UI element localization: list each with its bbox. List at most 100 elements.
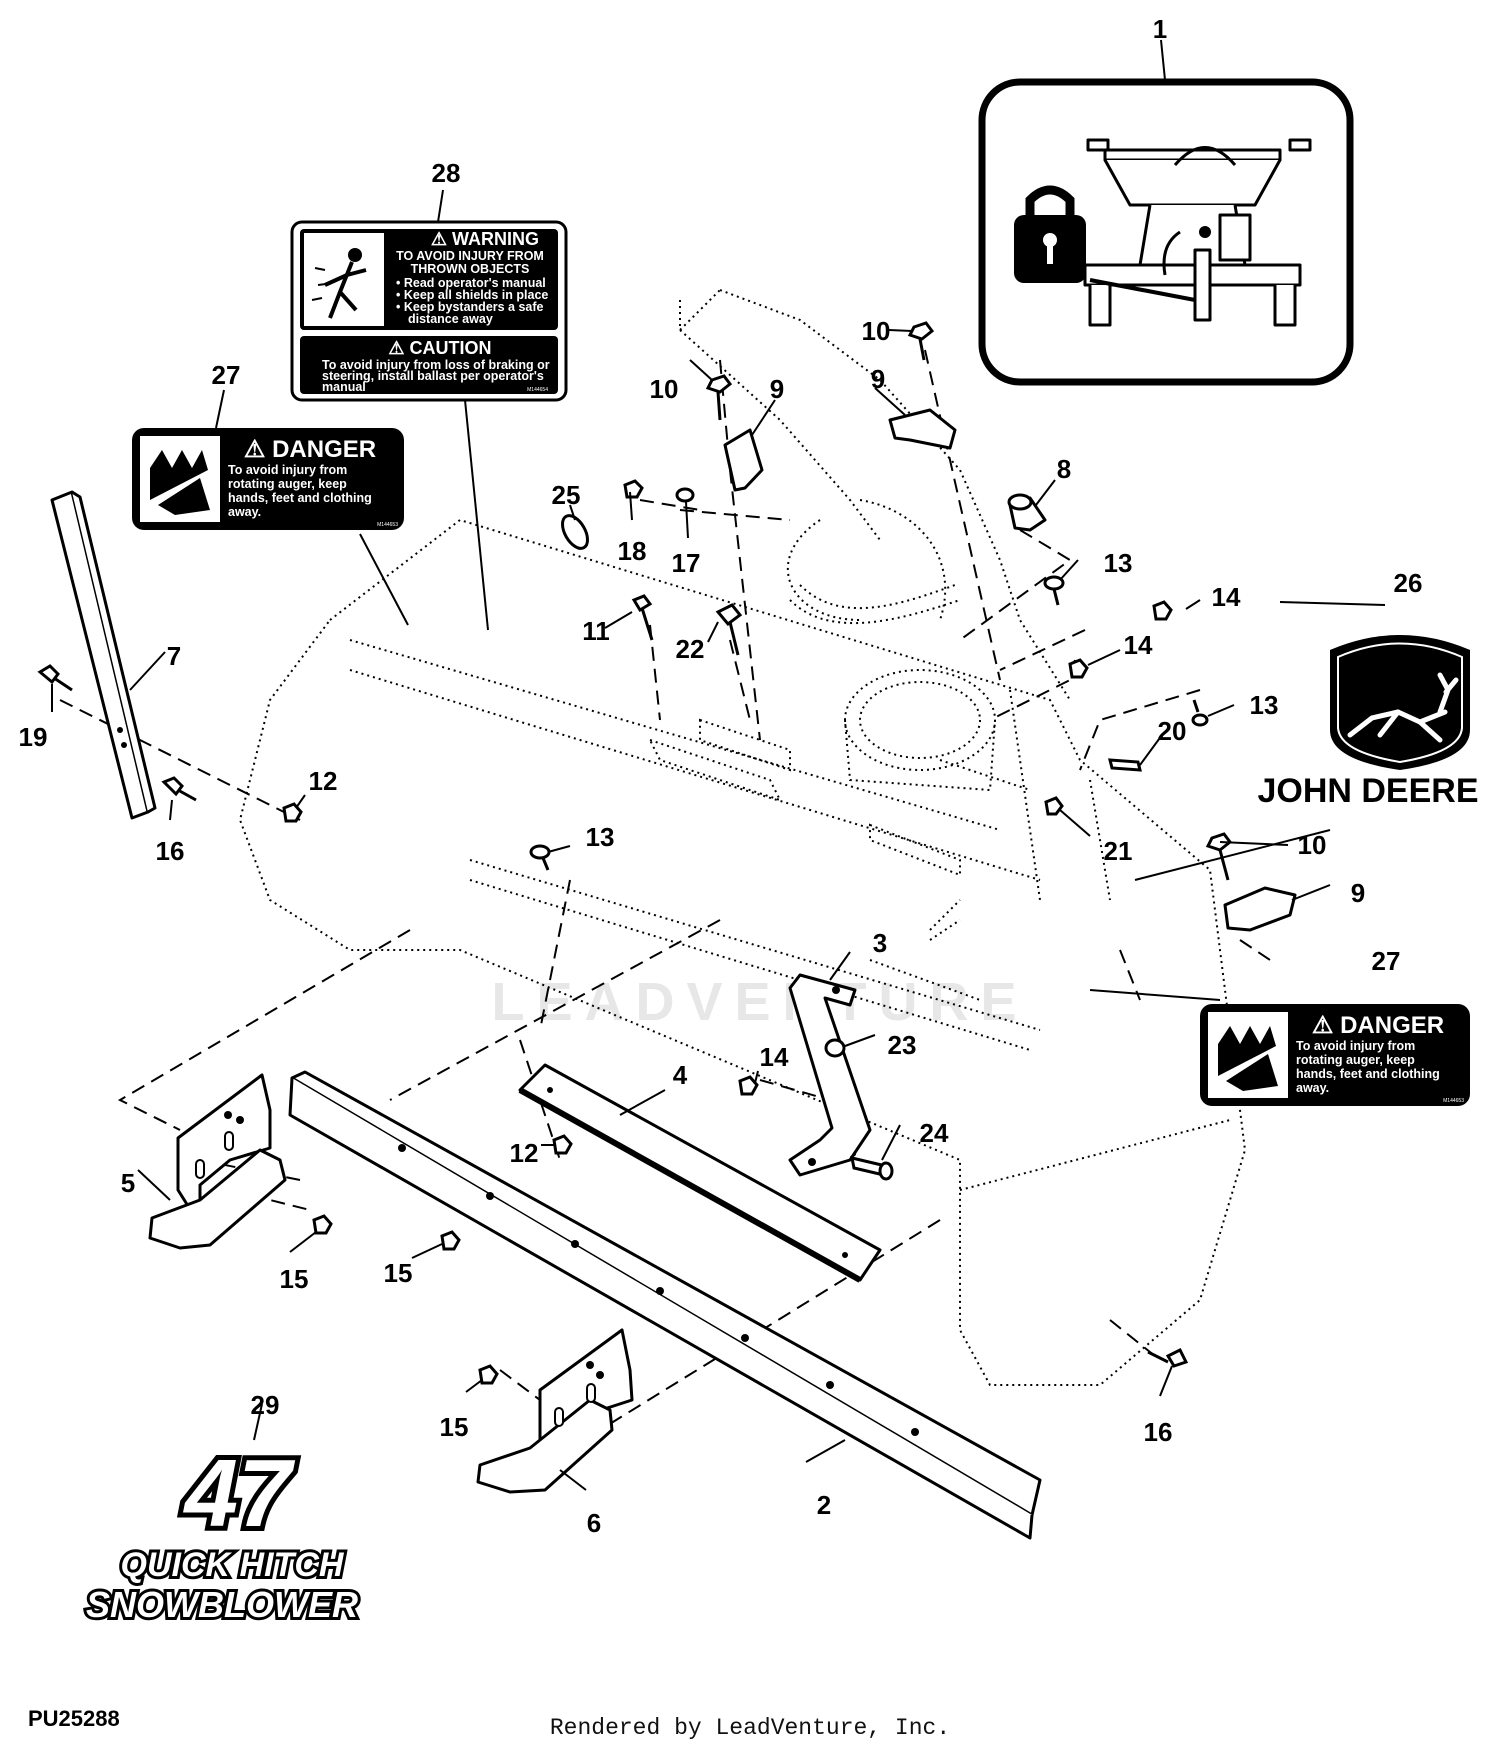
danger-decal-lower: ⚠ DANGER To avoid injury from rotating a… <box>1200 1004 1470 1106</box>
callout-10-a: 10 <box>650 374 679 404</box>
danger-lower-code: M144653 <box>1443 1098 1464 1104</box>
render-credit: Rendered by LeadVenture, Inc. <box>549 1715 951 1741</box>
caution-line-2: steering, install ballast per operator's <box>322 369 544 383</box>
callout-17: 17 <box>672 548 701 578</box>
part-2-scraper-bar <box>288 1070 1042 1540</box>
callout-3: 3 <box>873 928 887 958</box>
part-25-clip <box>561 514 589 550</box>
warning-line-6: distance away <box>408 312 493 326</box>
callout-23: 23 <box>888 1030 917 1060</box>
callout-12-a: 12 <box>309 766 338 796</box>
warning-caution-decal: ⚠ WARNING TO AVOID INJURY FROM THROWN OB… <box>290 220 568 402</box>
callout-20: 20 <box>1158 716 1187 746</box>
fasteners <box>37 321 1233 1385</box>
callout-9-a: 9 <box>770 374 784 404</box>
danger-lower-line-1: To avoid injury from <box>1296 1039 1415 1053</box>
snowblower-housing <box>238 518 1247 1386</box>
caution-line-1: To avoid injury from loss of braking or <box>322 358 550 372</box>
warning-line-1: TO AVOID INJURY FROM <box>396 249 544 263</box>
discharge-chute <box>679 289 1071 792</box>
watermark: LEADVENTURE <box>491 972 1028 1032</box>
callout-15-b: 15 <box>384 1258 413 1288</box>
model-decal: 47 QUICK HITCH SNOWBLOWER <box>83 1435 361 1628</box>
callout-19: 19 <box>19 722 48 752</box>
caution-header: ⚠ CAUTION <box>388 338 491 358</box>
danger-header-lower: ⚠ DANGER <box>1312 1012 1444 1039</box>
callout-12-b: 12 <box>510 1138 539 1168</box>
callout-9-b: 9 <box>871 364 885 394</box>
part-5-skid-shoe <box>148 1073 287 1250</box>
callout-15-c: 15 <box>440 1412 469 1442</box>
diagram-id: PU25288 <box>28 1706 120 1731</box>
callout-16-a: 16 <box>156 836 185 866</box>
part-3-bracket <box>788 973 872 1177</box>
callout-5: 5 <box>121 1168 135 1198</box>
brand-name: JOHN DEERE <box>1257 772 1478 810</box>
part-6-skid-shoe <box>476 1328 634 1494</box>
callout-9-c: 9 <box>1351 878 1365 908</box>
danger-upper-line-4: away. <box>228 505 261 519</box>
callout-15-a: 15 <box>280 1264 309 1294</box>
part-7-strip <box>50 490 157 820</box>
callouts: 1 28 27 10 10 9 9 8 25 18 17 11 22 13 14… <box>19 14 1423 1538</box>
john-deere-logo: JOHN DEERE <box>1257 635 1479 810</box>
callout-27-upper: 27 <box>212 360 241 390</box>
warning-line-2: THROWN OBJECTS <box>411 262 530 276</box>
callout-6: 6 <box>587 1508 601 1538</box>
part-9-shields <box>723 408 1297 932</box>
thrown-objects-icon <box>311 248 367 319</box>
danger-upper-line-1: To avoid injury from <box>228 463 347 477</box>
callout-16-b: 16 <box>1144 1417 1173 1447</box>
callout-1: 1 <box>1153 14 1167 44</box>
auger-hazard-icon <box>1218 1026 1278 1091</box>
callout-27-lower: 27 <box>1372 946 1401 976</box>
callout-10-b: 10 <box>862 316 891 346</box>
danger-decal-upper: ⚠ DANGER To avoid injury from rotating a… <box>132 428 404 530</box>
callout-8: 8 <box>1057 454 1071 484</box>
callout-2: 2 <box>817 1490 831 1520</box>
callout-13-a: 13 <box>1104 548 1133 578</box>
callout-11: 11 <box>582 616 610 646</box>
callout-7: 7 <box>167 641 181 671</box>
callout-29: 29 <box>251 1390 280 1420</box>
assembly-lines <box>59 349 1271 1431</box>
warning-decal-code: M144654 <box>527 387 548 393</box>
leader-lines <box>51 39 1386 1491</box>
model-number: 47 <box>183 1440 296 1547</box>
callout-24: 24 <box>920 1118 949 1148</box>
part-8-bushing <box>1007 493 1047 532</box>
danger-upper-code: M144653 <box>377 522 398 528</box>
callout-25: 25 <box>552 480 581 510</box>
danger-header-upper: ⚠ DANGER <box>244 436 376 463</box>
caution-line-3: manual <box>322 380 366 394</box>
auger-hazard-icon <box>150 450 210 515</box>
danger-upper-line-3: hands, feet and clothing <box>228 491 372 505</box>
callout-22: 22 <box>676 634 705 664</box>
callout-28: 28 <box>432 158 461 188</box>
danger-lower-line-2: rotating auger, keep <box>1296 1053 1415 1067</box>
warning-header: ⚠ WARNING <box>431 229 539 249</box>
callout-14-b: 14 <box>1124 630 1153 660</box>
callout-4: 4 <box>673 1060 688 1090</box>
callout-14-a: 14 <box>1212 582 1241 612</box>
callout-13-c: 13 <box>586 822 615 852</box>
callout-13-b: 13 <box>1250 690 1279 720</box>
warning-line-5: • Keep bystanders a safe <box>396 300 544 314</box>
deer-icon <box>1347 672 1459 743</box>
model-line-1: QUICK HITCH <box>121 1546 345 1584</box>
callout-18: 18 <box>618 536 647 566</box>
hitch-detail-box <box>978 78 1354 386</box>
part-4-angle-strip <box>518 1063 882 1283</box>
callout-10-c: 10 <box>1298 830 1327 860</box>
callout-21: 21 <box>1104 836 1133 866</box>
hitch-frame-drawing <box>1083 138 1312 327</box>
callout-14-c: 14 <box>760 1042 789 1072</box>
padlock-icon <box>1014 185 1086 283</box>
model-line-2: SNOWBLOWER <box>86 1584 358 1625</box>
danger-lower-line-4: away. <box>1296 1081 1329 1095</box>
warning-line-4: • Keep all shields in place <box>396 288 548 302</box>
warning-line-3: • Read operator's manual <box>396 276 546 290</box>
callout-26: 26 <box>1394 568 1423 598</box>
danger-upper-line-2: rotating auger, keep <box>228 477 347 491</box>
